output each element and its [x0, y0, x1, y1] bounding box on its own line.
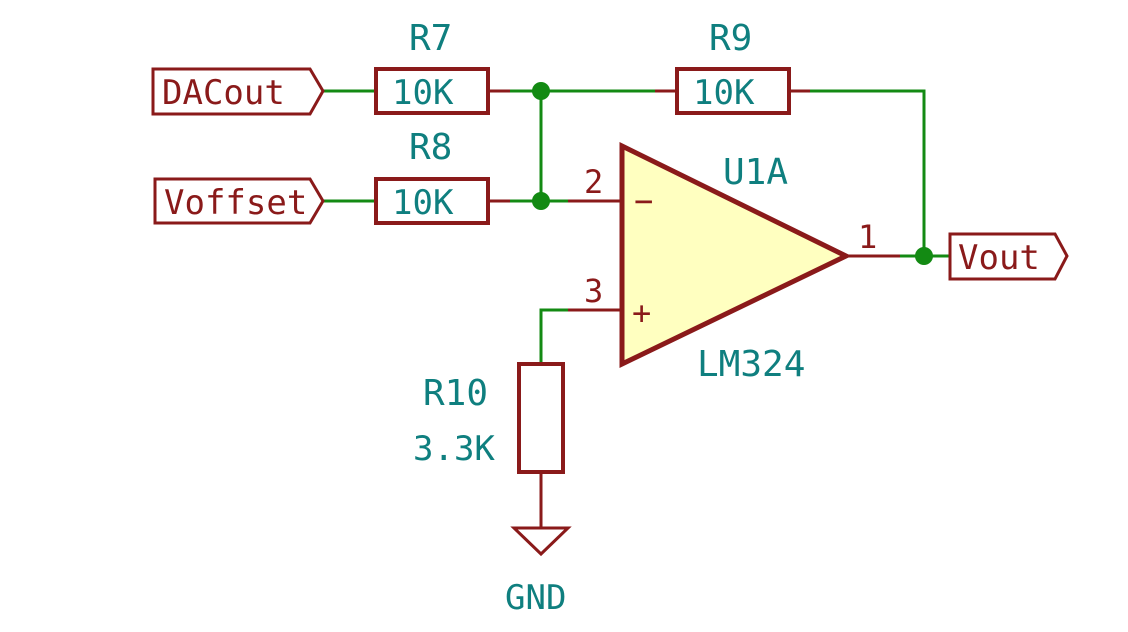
resistor-r9-value: 10K: [693, 73, 755, 113]
label-dacout: DACout: [151, 67, 325, 116]
label-dacout-text: DACout: [162, 73, 285, 113]
resistor-r8: R8 10K: [374, 127, 510, 225]
label-voffset-text: Voffset: [164, 183, 307, 223]
label-vout-text: Vout: [958, 238, 1040, 278]
label-voffset: Voffset: [153, 177, 325, 225]
wire-r9-output: [810, 89, 926, 256]
resistor-r10: R10 3.3K: [413, 362, 565, 528]
opamp-pin-1: 1: [858, 218, 877, 256]
junctions: [532, 82, 933, 265]
resistor-r7: R7 10K: [374, 18, 510, 115]
opamp-triangle-icon: [619, 141, 852, 368]
label-vout: Vout: [948, 232, 1069, 281]
resistor-r7-value: 10K: [392, 73, 454, 113]
ground-icon: [510, 526, 572, 557]
opamp-pin-3: 3: [584, 272, 603, 310]
gnd-symbol: GND: [505, 526, 572, 618]
junction-dot-output: [915, 247, 933, 265]
opamp-plus-sign: +: [632, 294, 651, 332]
opamp-pin-2: 2: [584, 163, 603, 201]
resistor-r10-body: [517, 362, 565, 474]
opamp-part: LM324: [697, 344, 805, 385]
resistor-r10-value: 3.3K: [413, 429, 495, 469]
label-voffset-shape: [153, 177, 325, 225]
resistor-r8-value: 10K: [392, 183, 454, 223]
gnd-label: GND: [505, 578, 566, 618]
resistor-r9-ref: R9: [709, 18, 752, 59]
resistor-r10-ref: R10: [423, 373, 488, 414]
opamp-minus-sign: −: [634, 182, 653, 220]
opamp-u1a: − + 2 3 1 U1A LM324: [568, 141, 900, 385]
resistor-r9: R9 10K: [655, 18, 810, 115]
junction-dot-inverting: [532, 192, 550, 210]
label-dacout-shape: [151, 67, 325, 116]
resistor-r7-ref: R7: [409, 18, 452, 59]
label-vout-shape: [948, 232, 1069, 281]
resistor-r8-ref: R8: [409, 127, 452, 168]
opamp-ref: U1A: [723, 152, 788, 193]
junction-dot-top: [532, 82, 550, 100]
wire-r10-pin3: [539, 308, 568, 364]
